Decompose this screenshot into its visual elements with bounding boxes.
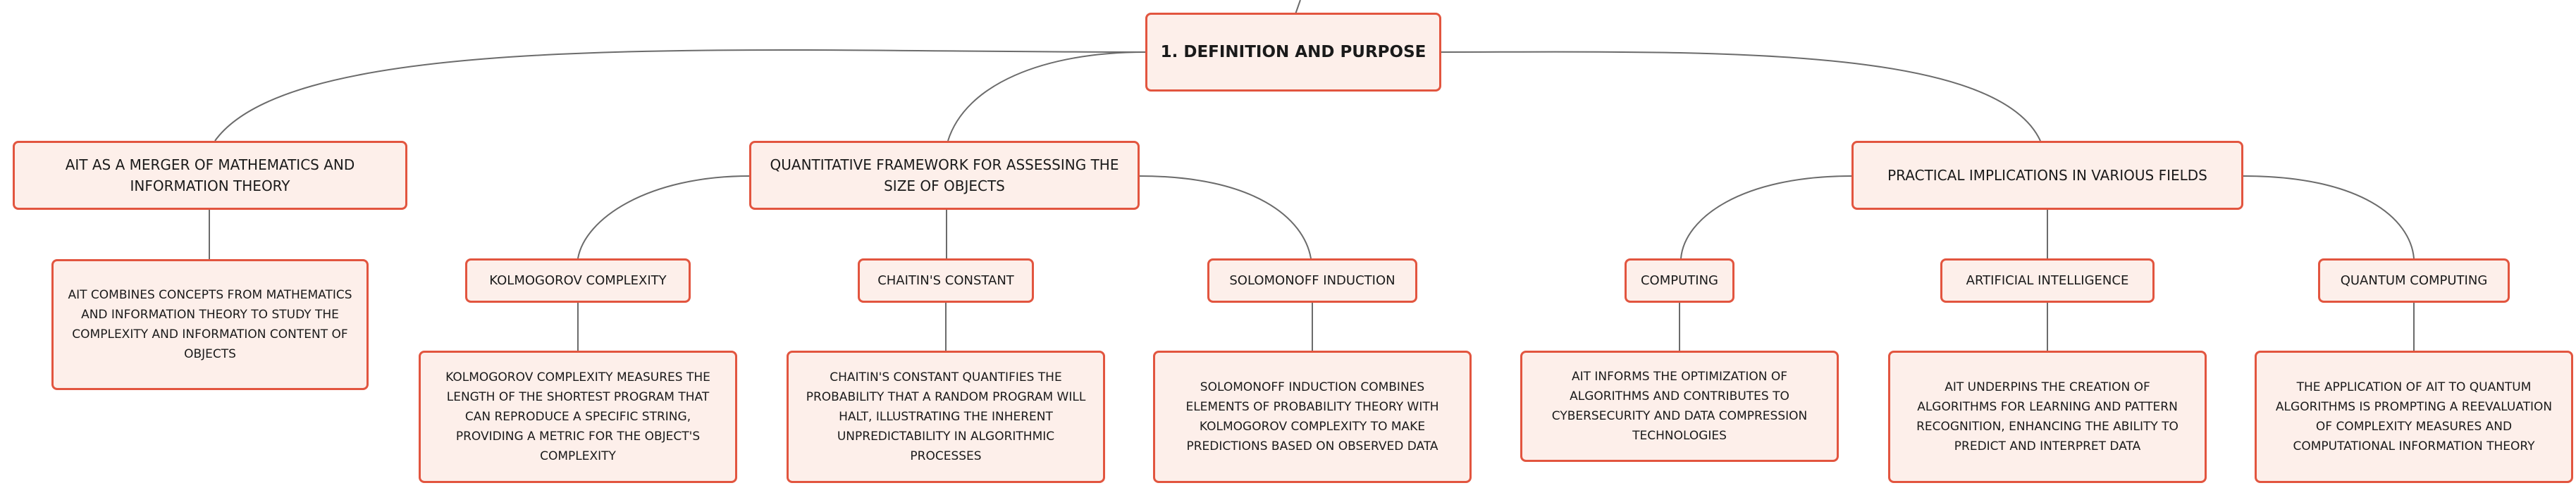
branch-label: PRACTICAL IMPLICATIONS IN VARIOUS FIELDS: [1887, 167, 2207, 184]
detail-text: AIT INFORMS THE OPTIMIZATION OF ALGORITH…: [1551, 370, 1808, 443]
child-node-solomonoff[interactable]: SOLOMONOFF INDUCTION: [1207, 258, 1417, 303]
detail-node-solomonoff[interactable]: SOLOMONOFF INDUCTION COMBINES ELEMENTS O…: [1153, 351, 1472, 483]
child-label: COMPUTING: [1640, 272, 1718, 288]
branch-node-quantitative-framework[interactable]: QUANTITATIVE FRAMEWORK FOR ASSESSING THE…: [749, 141, 1140, 210]
child-label: SOLOMONOFF INDUCTION: [1229, 272, 1395, 288]
branch-node-merger[interactable]: AIT AS A MERGER OF MATHEMATICS AND INFOR…: [13, 141, 407, 210]
child-node-quantum-computing[interactable]: QUANTUM COMPUTING: [2318, 258, 2510, 303]
child-label: ARTIFICIAL INTELLIGENCE: [1966, 272, 2129, 288]
child-label: KOLMOGOROV COMPLEXITY: [489, 272, 667, 288]
detail-node-computing[interactable]: AIT INFORMS THE OPTIMIZATION OF ALGORITH…: [1520, 351, 1839, 462]
detail-node-kolmogorov[interactable]: KOLMOGOROV COMPLEXITY MEASURES THE LENGT…: [419, 351, 737, 483]
child-node-artificial-intelligence[interactable]: ARTIFICIAL INTELLIGENCE: [1940, 258, 2155, 303]
detail-node-chaitin[interactable]: CHAITIN'S CONSTANT QUANTIFIES THE PROBAB…: [787, 351, 1105, 483]
child-label: CHAITIN'S CONSTANT: [877, 272, 1014, 288]
detail-text: AIT UNDERPINS THE CREATION OF ALGORITHMS…: [1916, 380, 2178, 453]
root-node[interactable]: 1. DEFINITION AND PURPOSE: [1145, 13, 1441, 92]
branch-label: AIT AS A MERGER OF MATHEMATICS AND INFOR…: [65, 156, 355, 194]
detail-text: THE APPLICATION OF AIT TO QUANTUM ALGORI…: [2275, 380, 2553, 453]
child-label: QUANTUM COMPUTING: [2340, 272, 2488, 288]
detail-node-merger[interactable]: AIT COMBINES CONCEPTS FROM MATHEMATICS A…: [51, 259, 369, 390]
detail-text: CHAITIN'S CONSTANT QUANTIFIES THE PROBAB…: [806, 370, 1086, 463]
detail-node-quantum-computing[interactable]: THE APPLICATION OF AIT TO QUANTUM ALGORI…: [2255, 351, 2573, 483]
detail-node-artificial-intelligence[interactable]: AIT UNDERPINS THE CREATION OF ALGORITHMS…: [1888, 351, 2207, 483]
branch-label: QUANTITATIVE FRAMEWORK FOR ASSESSING THE…: [770, 156, 1119, 194]
branch-node-practical-implications[interactable]: PRACTICAL IMPLICATIONS IN VARIOUS FIELDS: [1851, 141, 2243, 210]
detail-text: SOLOMONOFF INDUCTION COMBINES ELEMENTS O…: [1185, 380, 1439, 453]
root-label: 1. DEFINITION AND PURPOSE: [1160, 43, 1426, 61]
child-node-chaitin[interactable]: CHAITIN'S CONSTANT: [858, 258, 1034, 303]
detail-text: AIT COMBINES CONCEPTS FROM MATHEMATICS A…: [68, 288, 352, 361]
child-node-computing[interactable]: COMPUTING: [1625, 258, 1734, 303]
child-node-kolmogorov[interactable]: KOLMOGOROV COMPLEXITY: [465, 258, 691, 303]
detail-text: KOLMOGOROV COMPLEXITY MEASURES THE LENGT…: [445, 370, 710, 463]
